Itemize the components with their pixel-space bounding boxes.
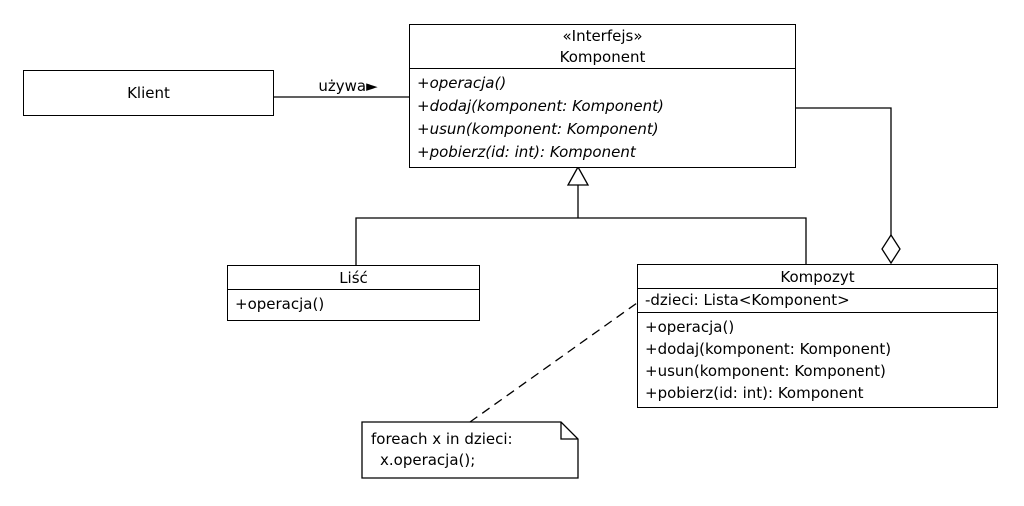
class-komponent-stereotype: «Interfejs» [562, 26, 643, 45]
method-dodaj: +dodaj(komponent: Komponent) [417, 97, 664, 115]
note-shape [361, 421, 579, 479]
generalization-branch-line [355, 217, 807, 265]
method-operacja: +operacja() [235, 295, 325, 313]
method-pobierz: +pobierz(id: int): Komponent [645, 384, 864, 402]
class-komponent-header: «Interfejs» Komponent [410, 25, 795, 69]
method-dodaj: +dodaj(komponent: Komponent) [645, 340, 892, 358]
method-usun: +usun(komponent: Komponent) [645, 362, 886, 380]
class-komponent-title: Komponent [559, 47, 646, 66]
uml-note: foreach x in dzieci: x.operacja(); [362, 422, 578, 478]
direction-arrow-icon: ► [366, 77, 378, 95]
note-anchor-dashed-line [469, 302, 638, 423]
note-line-2: x.operacja(); [380, 451, 476, 469]
class-kompozyt-methods: +operacja() +dodaj(komponent: Komponent)… [638, 313, 997, 407]
class-kompozyt: Kompozyt -dzieci: Lista<Komponent> +oper… [637, 264, 998, 408]
method-usun: +usun(komponent: Komponent) [417, 120, 659, 138]
class-komponent-methods: +operacja() +dodaj(komponent: Komponent)… [410, 69, 795, 167]
attribute-dzieci: -dzieci: Lista<Komponent> [638, 289, 997, 313]
method-operacja: +operacja() [645, 318, 735, 336]
class-kompozyt-title: Kompozyt [638, 265, 997, 289]
generalization-triangle-icon [566, 165, 590, 186]
note-line-1: foreach x in dzieci: [371, 430, 513, 448]
class-klient: Klient [23, 70, 274, 116]
note-fold-icon [560, 422, 578, 440]
aggregation-line [796, 107, 892, 235]
aggregation-diamond-icon [881, 233, 901, 265]
class-klient-title: Klient [127, 84, 170, 102]
class-lisc-methods: +operacja() [228, 290, 479, 318]
association-uses-label: używa► [288, 77, 408, 95]
class-komponent: «Interfejs» Komponent +operacja() +dodaj… [409, 24, 796, 168]
class-lisc: Liść +operacja() [227, 265, 480, 321]
method-pobierz: +pobierz(id: int): Komponent [417, 143, 636, 161]
association-uses-label-text: używa [318, 77, 367, 95]
class-lisc-title: Liść [228, 266, 479, 290]
method-operacja: +operacja() [417, 74, 507, 92]
